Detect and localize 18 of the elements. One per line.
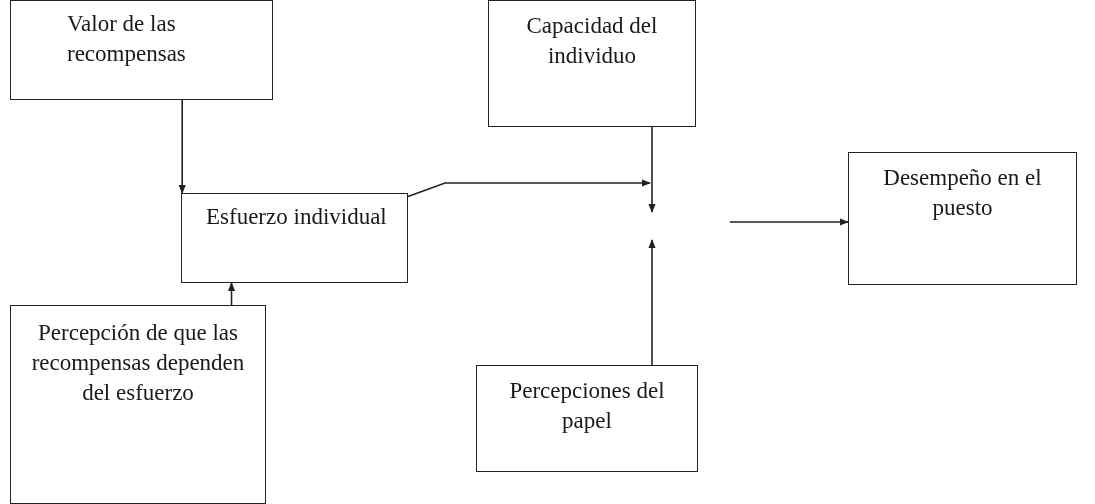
arrow (407, 179, 651, 198)
text-box (848, 152, 1077, 285)
text-box (488, 0, 696, 127)
text-box (476, 365, 698, 472)
node-text: Capacidad del individuo (525, 12, 659, 70)
arrow (227, 282, 236, 306)
node-text: Percepción de que las recompensas dependen del esfuerzo (30, 319, 246, 407)
text-box (181, 193, 408, 283)
arrow (178, 99, 186, 194)
node-text: Percepciones del papel (508, 377, 666, 435)
text-box (10, 305, 266, 504)
text-box (10, 0, 273, 100)
node-text: Valor de las recompensas (67, 10, 187, 68)
arrow (648, 239, 656, 366)
arrow (648, 126, 656, 213)
arrow (729, 218, 849, 226)
node-text: Desempeño en el puesto (882, 164, 1043, 222)
node-text: Esfuerzo individual (206, 203, 387, 231)
